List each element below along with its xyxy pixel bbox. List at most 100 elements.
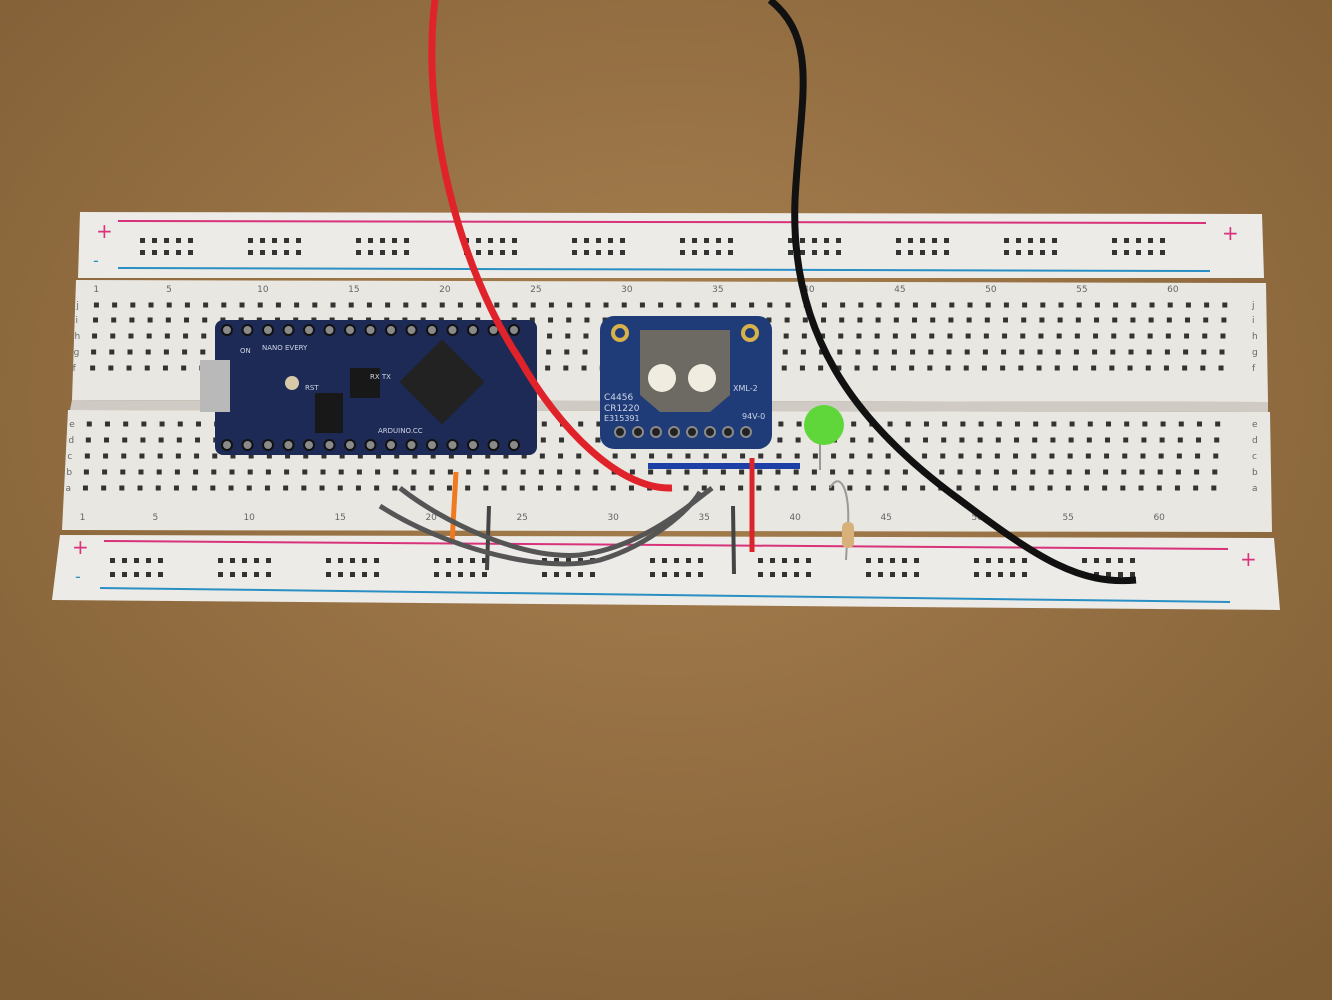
hole[interactable] [104,421,110,427]
rail-hole[interactable] [1010,558,1015,563]
rail-hole[interactable] [272,250,277,255]
hole[interactable] [1201,349,1207,355]
rail-hole[interactable] [260,238,265,243]
hole[interactable] [851,421,857,427]
rail-hole[interactable] [1082,558,1087,563]
hole[interactable] [1094,302,1100,308]
hole[interactable] [1110,349,1116,355]
hole[interactable] [1156,485,1162,491]
hole[interactable] [320,469,326,475]
hole[interactable] [108,365,114,371]
hole[interactable] [159,421,165,427]
hole[interactable] [1148,317,1154,323]
hole[interactable] [855,349,861,355]
hole[interactable] [858,302,864,308]
hole[interactable] [947,333,953,339]
rail-hole[interactable] [1094,558,1099,563]
rail-hole[interactable] [902,572,907,577]
rail-hole[interactable] [908,238,913,243]
hole[interactable] [800,349,806,355]
hole[interactable] [1055,349,1061,355]
hole[interactable] [1166,317,1172,323]
hole[interactable] [893,317,899,323]
hole[interactable] [566,317,572,323]
hole[interactable] [92,333,98,339]
hole[interactable] [1200,365,1206,371]
hole[interactable] [1123,437,1129,443]
hole[interactable] [541,421,547,427]
hole[interactable] [156,469,162,475]
hole[interactable] [177,421,183,427]
hole[interactable] [111,317,117,323]
rail-hole[interactable] [572,250,577,255]
hole[interactable] [439,302,445,308]
rail-hole[interactable] [266,572,271,577]
rail-hole[interactable] [1040,250,1045,255]
hole[interactable] [403,302,409,308]
rail-hole[interactable] [662,558,667,563]
hole[interactable] [212,453,218,459]
hole[interactable] [740,453,746,459]
hole[interactable] [836,365,842,371]
hole[interactable] [84,453,90,459]
hole[interactable] [1033,421,1039,427]
hole[interactable] [976,453,982,459]
rail-hole[interactable] [698,558,703,563]
hole[interactable] [1105,421,1111,427]
hole[interactable] [503,453,509,459]
rail-hole[interactable] [254,572,259,577]
hole[interactable] [578,421,584,427]
hole[interactable] [749,302,755,308]
rail-hole[interactable] [158,558,163,563]
hole[interactable] [1141,437,1147,443]
rail-hole[interactable] [1016,238,1021,243]
rail-hole[interactable] [902,558,907,563]
hole[interactable] [796,421,802,427]
hole[interactable] [547,333,553,339]
rail-hole[interactable] [674,558,679,563]
hole[interactable] [294,302,300,308]
hole[interactable] [376,453,382,459]
hole[interactable] [1003,302,1009,308]
rail-hole[interactable] [782,572,787,577]
rail-hole[interactable] [356,250,361,255]
hole[interactable] [319,485,325,491]
rail-hole[interactable] [680,238,685,243]
hole[interactable] [993,469,999,475]
rail-hole[interactable] [794,572,799,577]
hole[interactable] [174,469,180,475]
hole[interactable] [321,453,327,459]
hole[interactable] [812,453,818,459]
hole[interactable] [484,469,490,475]
hole[interactable] [1122,453,1128,459]
hole[interactable] [585,302,591,308]
rail-hole[interactable] [728,250,733,255]
hole[interactable] [1048,469,1054,475]
rail-hole[interactable] [1004,238,1009,243]
hole[interactable] [996,421,1002,427]
hole[interactable] [785,302,791,308]
hole[interactable] [411,469,417,475]
hole[interactable] [581,365,587,371]
hole[interactable] [1087,421,1093,427]
hole[interactable] [302,469,308,475]
rail-hole[interactable] [824,238,829,243]
hole[interactable] [923,437,929,443]
hole[interactable] [275,302,281,308]
hole[interactable] [757,469,763,475]
rail-hole[interactable] [188,238,193,243]
rail-hole[interactable] [620,250,625,255]
rail-hole[interactable] [1106,558,1111,563]
hole[interactable] [1178,421,1184,427]
hole[interactable] [1072,365,1078,371]
hole[interactable] [994,453,1000,459]
hole[interactable] [123,421,129,427]
rail-hole[interactable] [1118,572,1123,577]
hole[interactable] [157,453,163,459]
rail-hole[interactable] [578,572,583,577]
hole[interactable] [956,485,962,491]
rail-hole[interactable] [146,558,151,563]
hole[interactable] [792,485,798,491]
rail-hole[interactable] [476,250,481,255]
hole[interactable] [783,333,789,339]
